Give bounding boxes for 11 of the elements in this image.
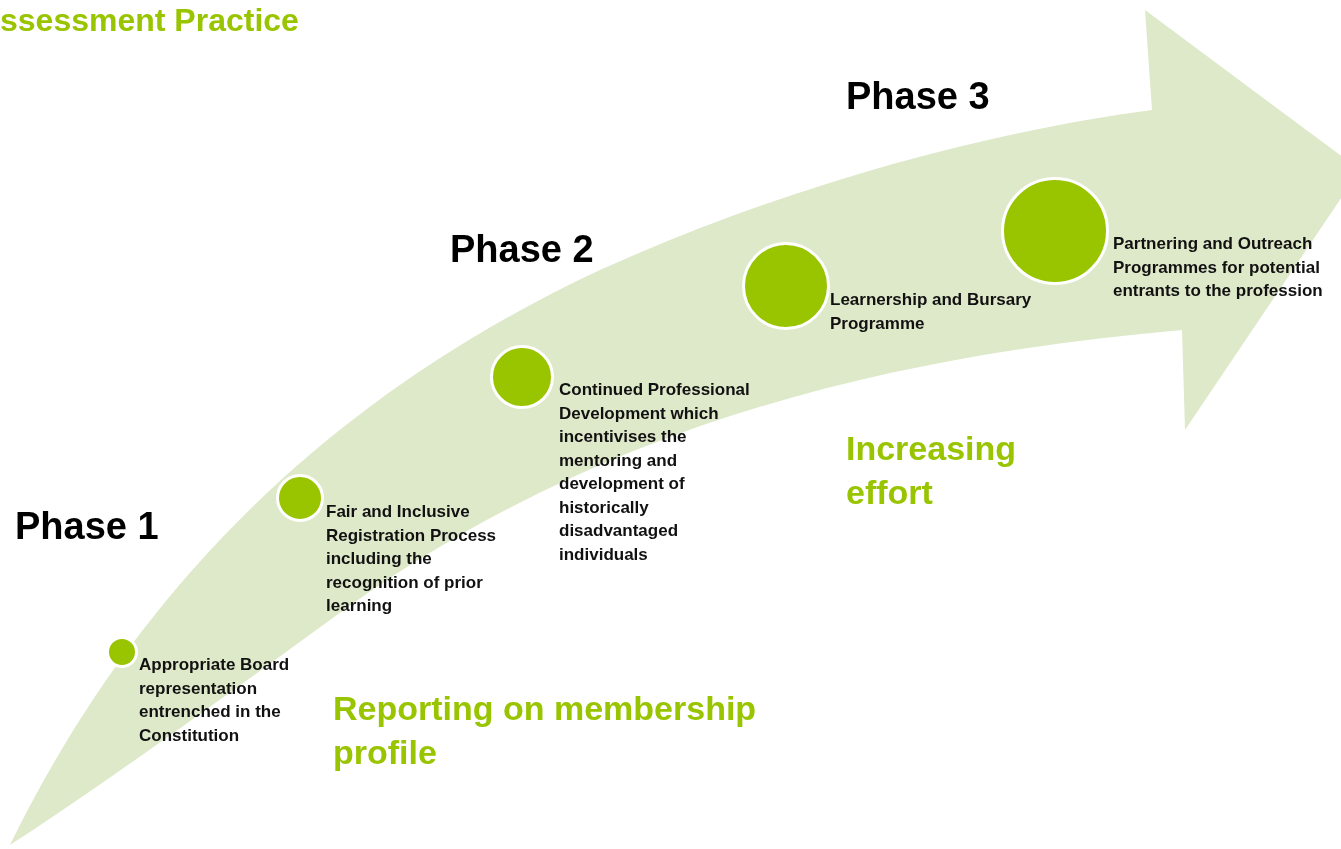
milestone-text: Fair and Inclusive Registration Process including the recognition of prior learning: [326, 501, 498, 617]
title: ssessment Practice: [0, 2, 299, 39]
phase-heading: Phase 1: [15, 505, 159, 548]
milestone-text: Learnership and Bursary Programme: [830, 289, 1033, 335]
phase-heading: Phase 2: [450, 228, 594, 271]
milestone-text: Appropriate Board representation entrenched in the Constitution: [139, 654, 291, 747]
phase-heading: Phase 3: [846, 75, 990, 118]
annotation-text: Increasing effort: [846, 428, 1018, 513]
annotation-text: Reporting on membership profile: [333, 688, 758, 773]
milestone-text: Partnering and Outreach Programmes for potential entrants to the profession: [1113, 233, 1324, 302]
milestone-text: Continued Professional Development which incentivises the mentoring and development of historically disadvantaged individuals: [559, 379, 751, 566]
